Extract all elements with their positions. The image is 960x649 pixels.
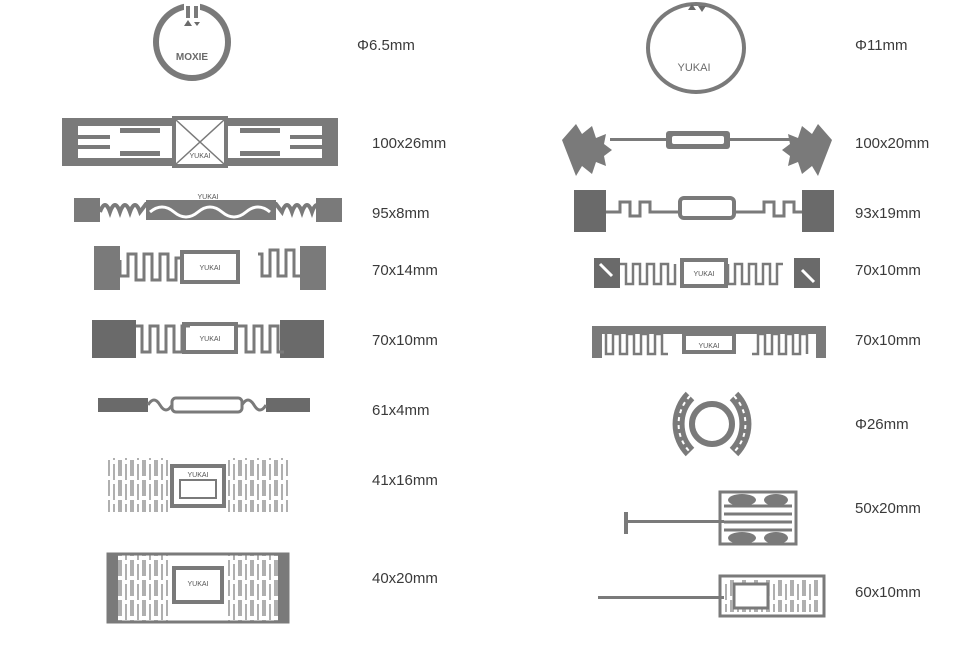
tag-r3-size: 93x19mm	[855, 205, 921, 222]
tag-r5-drawing: YUKAI	[592, 326, 826, 358]
tag-l2-brand: YUKAI	[189, 153, 210, 160]
tag-r2-drawing	[562, 124, 832, 176]
tag-l3-brand: YUKAI	[197, 194, 218, 201]
tag-l4-size: 70x14mm	[372, 262, 438, 279]
tag-l7-size: 41x16mm	[372, 472, 438, 489]
tag-r6-drawing	[672, 391, 752, 457]
tag-l8-size: 40x20mm	[372, 570, 438, 587]
tag-l5-drawing: YUKAI	[92, 320, 324, 358]
tag-r5-size: 70x10mm	[855, 332, 921, 349]
tag-r8-drawing	[598, 574, 826, 618]
tag-l1-brand: MOXIE	[176, 52, 209, 63]
tag-l4-drawing: YUKAI	[94, 246, 326, 290]
tag-l5-size: 70x10mm	[372, 332, 438, 349]
tag-l6-size: 61x4mm	[372, 402, 430, 419]
tag-r8-size: 60x10mm	[855, 584, 921, 601]
tag-l3-size: 95x8mm	[372, 205, 430, 222]
tag-r3-drawing	[574, 190, 834, 232]
tag-r2-size: 100x20mm	[855, 135, 930, 152]
tag-l2-size: 100x26mm	[372, 135, 447, 152]
tag-l7-drawing: YUKAI	[108, 458, 288, 512]
tag-l3-drawing: YUKAI	[74, 194, 342, 222]
tag-r1-size: Φ11mm	[855, 37, 908, 54]
tag-l4-brand: YUKAI	[199, 265, 220, 272]
tag-r4-brand: YUKAI	[693, 271, 714, 278]
tag-l5-brand: YUKAI	[199, 336, 220, 343]
tag-r7-size: 50x20mm	[855, 500, 921, 517]
tag-r5-brand: YUKAI	[698, 343, 719, 350]
tag-r1-drawing: YUKAI	[646, 2, 746, 94]
tag-l1-size: Φ6.5mm	[357, 37, 415, 54]
tag-r4-size: 70x10mm	[855, 262, 921, 279]
tag-r6-size: Φ26mm	[855, 416, 909, 433]
tag-l8-drawing: YUKAI	[106, 552, 290, 624]
tag-r7-drawing	[624, 490, 798, 546]
tag-l1-drawing: MOXIE	[153, 2, 231, 81]
tag-l2-drawing: YUKAI	[62, 116, 338, 168]
tag-l7-brand: YUKAI	[187, 472, 208, 479]
tag-l8-brand: YUKAI	[187, 581, 208, 588]
tag-r1-brand: YUKAI	[677, 62, 710, 74]
tag-l6-drawing	[98, 396, 310, 414]
tag-r4-drawing: YUKAI	[594, 258, 820, 288]
